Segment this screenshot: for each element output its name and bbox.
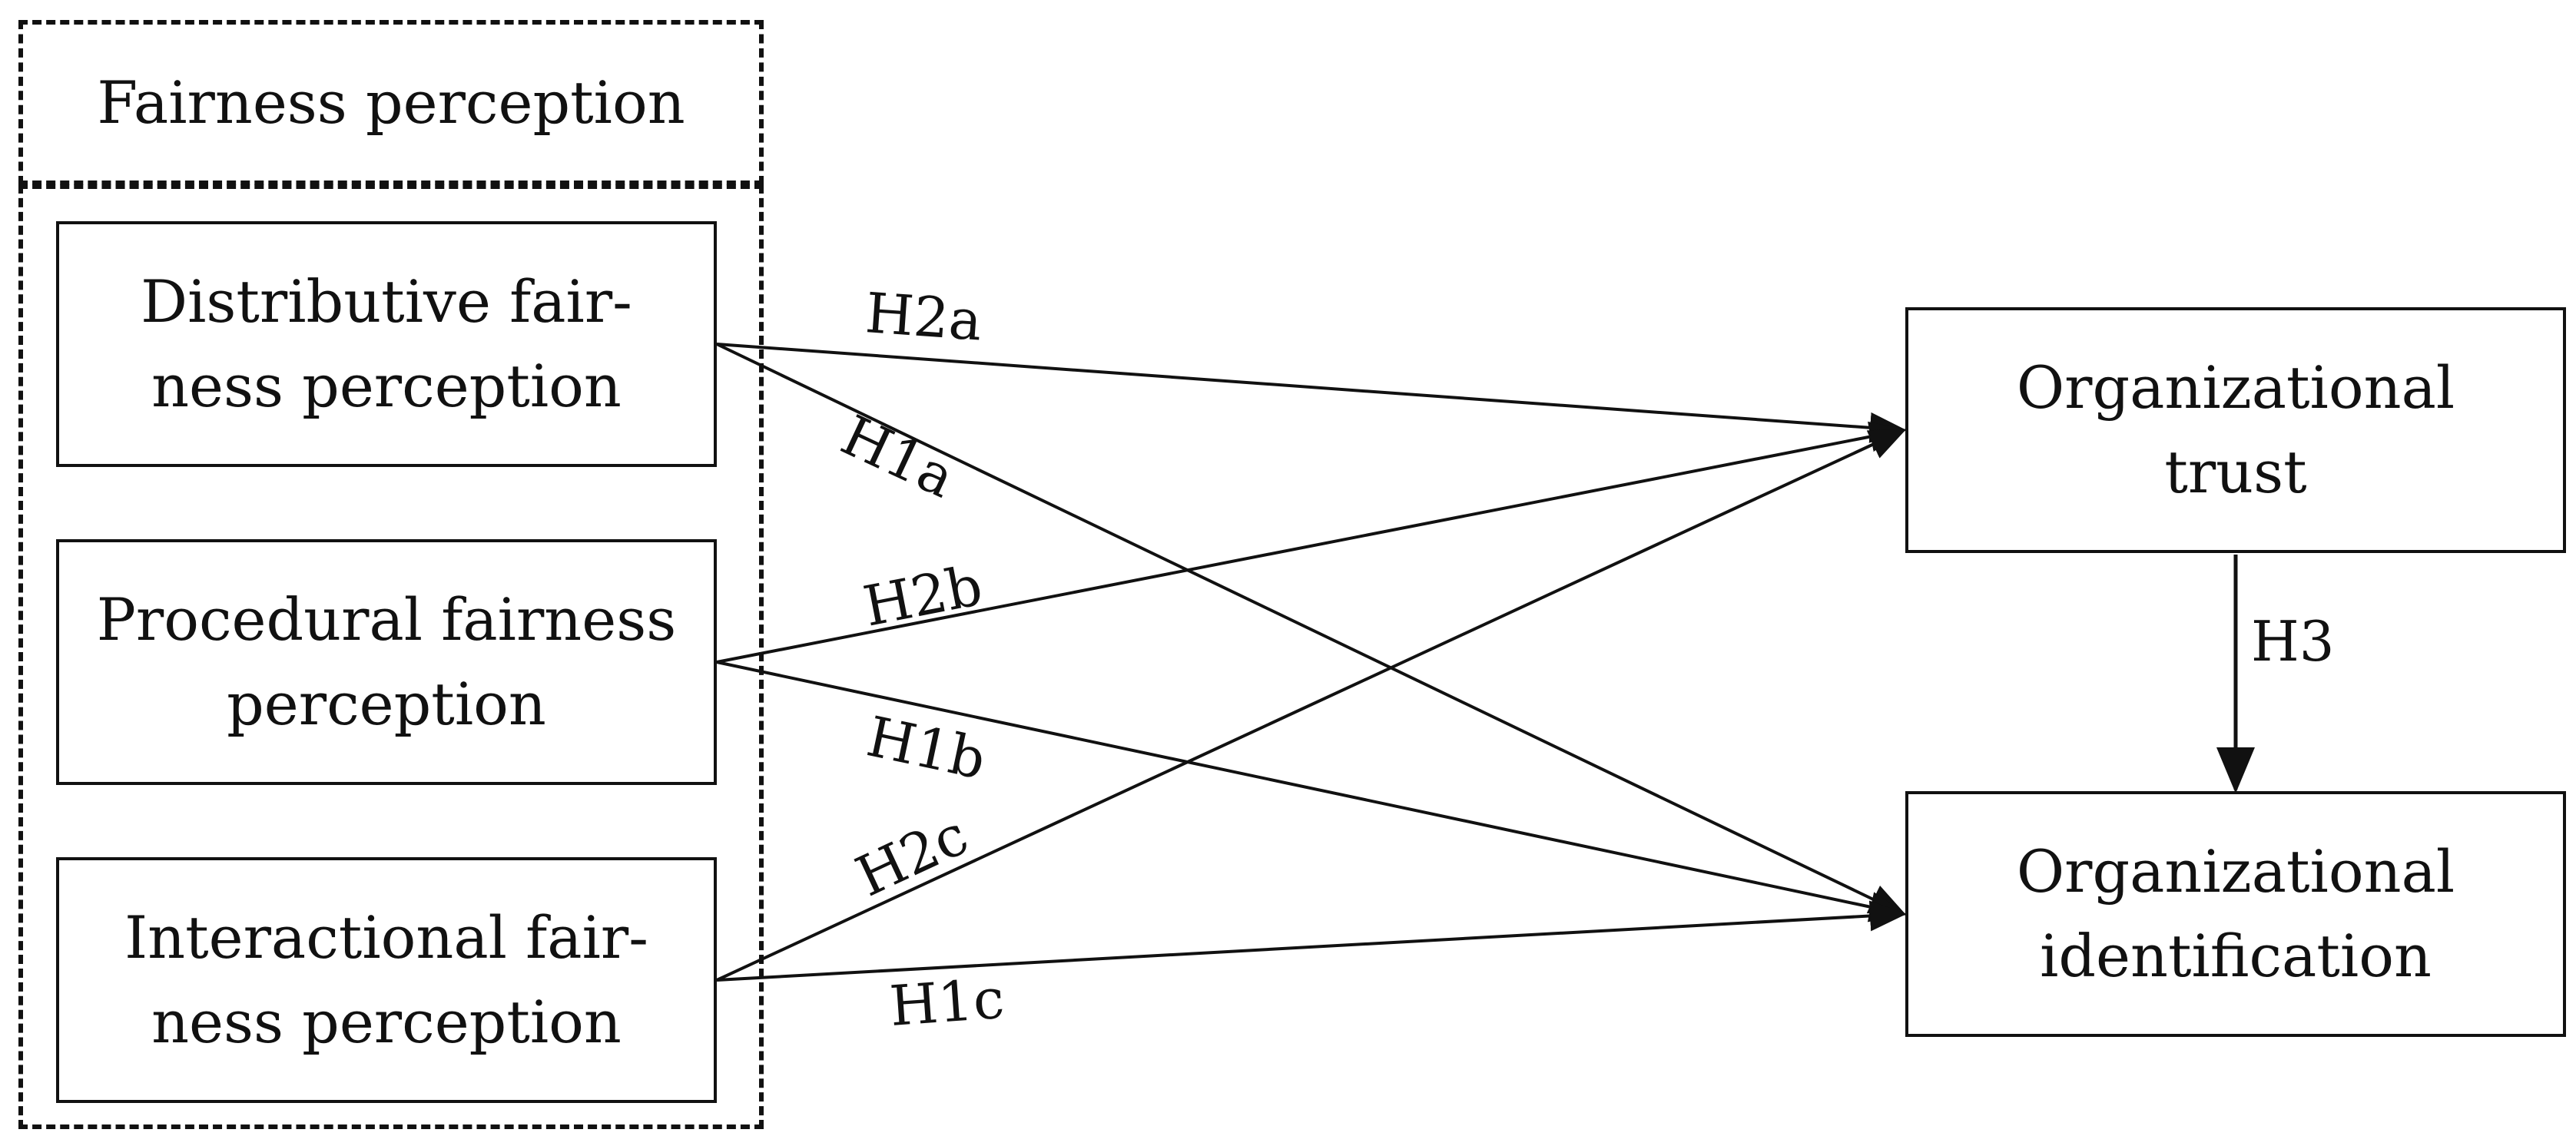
procedural-fairness-node: Procedural fairness perception [56, 539, 717, 785]
procedural-fairness-label: Procedural fairness perception [96, 585, 677, 738]
edge-h2b [716, 421, 1907, 664]
distributive-fairness-node: Distributive fair- ness perception [56, 221, 717, 467]
distributive-fairness-label: Distributive fair- ness perception [141, 267, 632, 420]
edge-label-h2c: H2c [847, 802, 977, 909]
edge-label-h1c: H1c [887, 966, 1006, 1038]
organizational-identification-label: Organizational identification [2016, 836, 2455, 990]
organizational-trust-node: Organizational trust [1905, 307, 2566, 553]
edge-h1b [716, 661, 1907, 922]
interactional-fairness-node: Interactional fair- ness perception [56, 857, 717, 1103]
fairness-perception-header-frame [18, 20, 764, 185]
edge-label-h1a: H1a [832, 402, 965, 510]
edge-label-h3: H3 [2251, 609, 2335, 674]
edge-h1c [716, 900, 1907, 982]
edge-h2a [716, 343, 1907, 443]
edge-label-h2b: H2b [858, 553, 987, 639]
edge-h1a [716, 343, 1907, 916]
organizational-identification-node: Organizational identification [1905, 791, 2566, 1037]
interactional-fairness-label: Interactional fair- ness perception [124, 903, 648, 1056]
edge-label-h2a: H2a [864, 280, 984, 353]
edge-h2c [716, 429, 1907, 982]
group-title: Fairness perception [97, 68, 685, 137]
fairness-perception-group-frame [18, 184, 764, 1129]
organizational-trust-label: Organizational trust [2016, 353, 2455, 506]
